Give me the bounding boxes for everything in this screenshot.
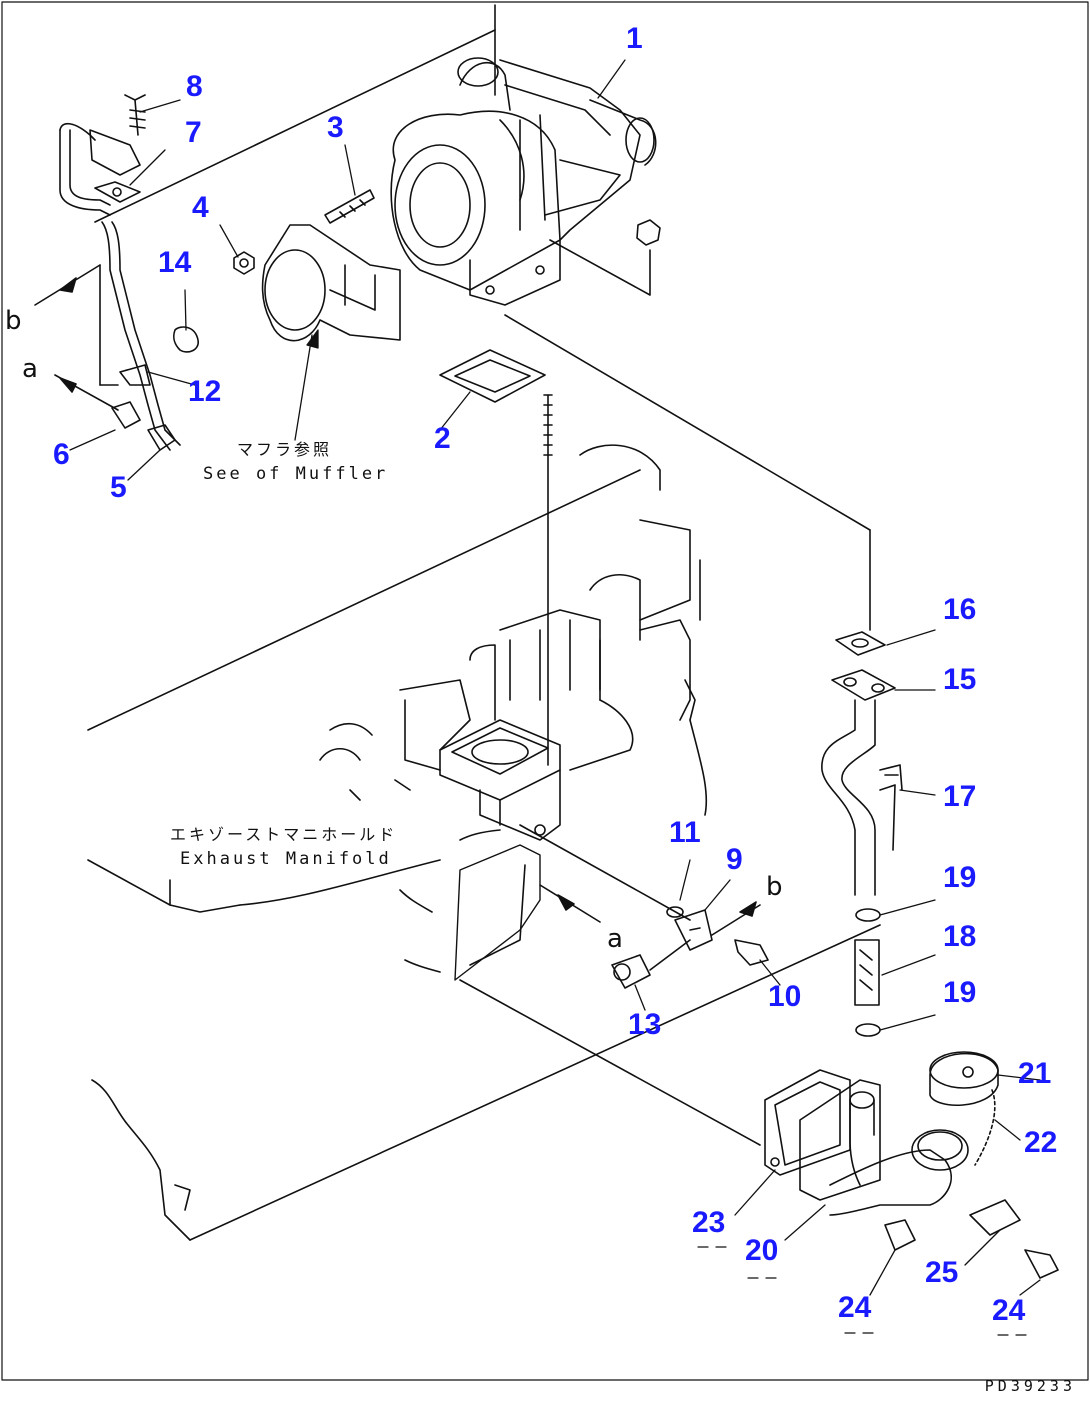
callout-20: 20 bbox=[745, 1234, 779, 1267]
callout-3: 3 bbox=[327, 111, 344, 144]
callout-19-upper: 19 bbox=[943, 861, 977, 894]
callout-leaders bbox=[70, 60, 1040, 1295]
callout-24-right: 24 bbox=[992, 1294, 1026, 1327]
callout-2: 2 bbox=[434, 422, 451, 455]
connection-letter-a-center: a bbox=[607, 924, 623, 954]
connection-letter-a-left: a bbox=[22, 354, 38, 384]
stud-3 bbox=[325, 190, 374, 223]
manifold-note-en: Exhaust Manifold bbox=[180, 849, 392, 869]
flow-arrows-left bbox=[35, 265, 118, 410]
stud-bolt-gasket-2 bbox=[544, 395, 552, 765]
callout-18: 18 bbox=[943, 920, 977, 953]
callout-21: 21 bbox=[1018, 1057, 1052, 1090]
callout-13: 13 bbox=[628, 1008, 662, 1041]
callout-22: 22 bbox=[1024, 1126, 1058, 1159]
exhaust-elbow bbox=[263, 225, 400, 341]
turbo-mount-nut bbox=[550, 220, 660, 295]
callout-23: 23 bbox=[692, 1206, 726, 1239]
frame-border bbox=[2, 2, 1088, 1380]
muffler-note-en: See of Muffler bbox=[203, 464, 389, 484]
connection-letter-b-left: b bbox=[5, 306, 22, 336]
drawing-id: PD39233 bbox=[984, 1377, 1076, 1395]
callout-12: 12 bbox=[188, 375, 222, 408]
manifold-flange bbox=[440, 720, 560, 840]
callout-4: 4 bbox=[192, 191, 209, 224]
callout-19-lower: 19 bbox=[943, 976, 977, 1009]
callout-15: 15 bbox=[943, 663, 977, 696]
turbo-leaders bbox=[505, 315, 870, 630]
callout-14: 14 bbox=[158, 246, 192, 279]
callout-11: 11 bbox=[669, 816, 701, 849]
callout-underline-marks bbox=[698, 1247, 1026, 1335]
center-fasteners bbox=[460, 825, 768, 1145]
callout-8: 8 bbox=[186, 70, 203, 103]
manifold-note-jp: エキゾーストマニホールド bbox=[170, 825, 398, 844]
nut-4 bbox=[234, 252, 254, 274]
oil-pipe bbox=[60, 95, 198, 450]
turbocharger bbox=[391, 58, 656, 305]
callout-16: 16 bbox=[943, 593, 977, 626]
engine-outline bbox=[88, 5, 880, 1240]
callout-25: 25 bbox=[925, 1256, 959, 1289]
callout-24-left: 24 bbox=[838, 1291, 872, 1324]
callout-7: 7 bbox=[185, 116, 202, 149]
filler-assembly bbox=[765, 1052, 1058, 1278]
callout-9: 9 bbox=[726, 843, 743, 876]
callout-17: 17 bbox=[943, 780, 977, 813]
callout-5: 5 bbox=[110, 471, 127, 504]
gasket-2 bbox=[440, 350, 545, 402]
connection-letter-b-center: b bbox=[766, 872, 783, 902]
muffler-note-jp: マフラ参照 bbox=[237, 440, 333, 459]
callout-10: 10 bbox=[768, 980, 802, 1013]
callout-1: 1 bbox=[626, 22, 643, 55]
callout-6: 6 bbox=[53, 438, 70, 471]
breather-assembly bbox=[822, 632, 902, 1036]
